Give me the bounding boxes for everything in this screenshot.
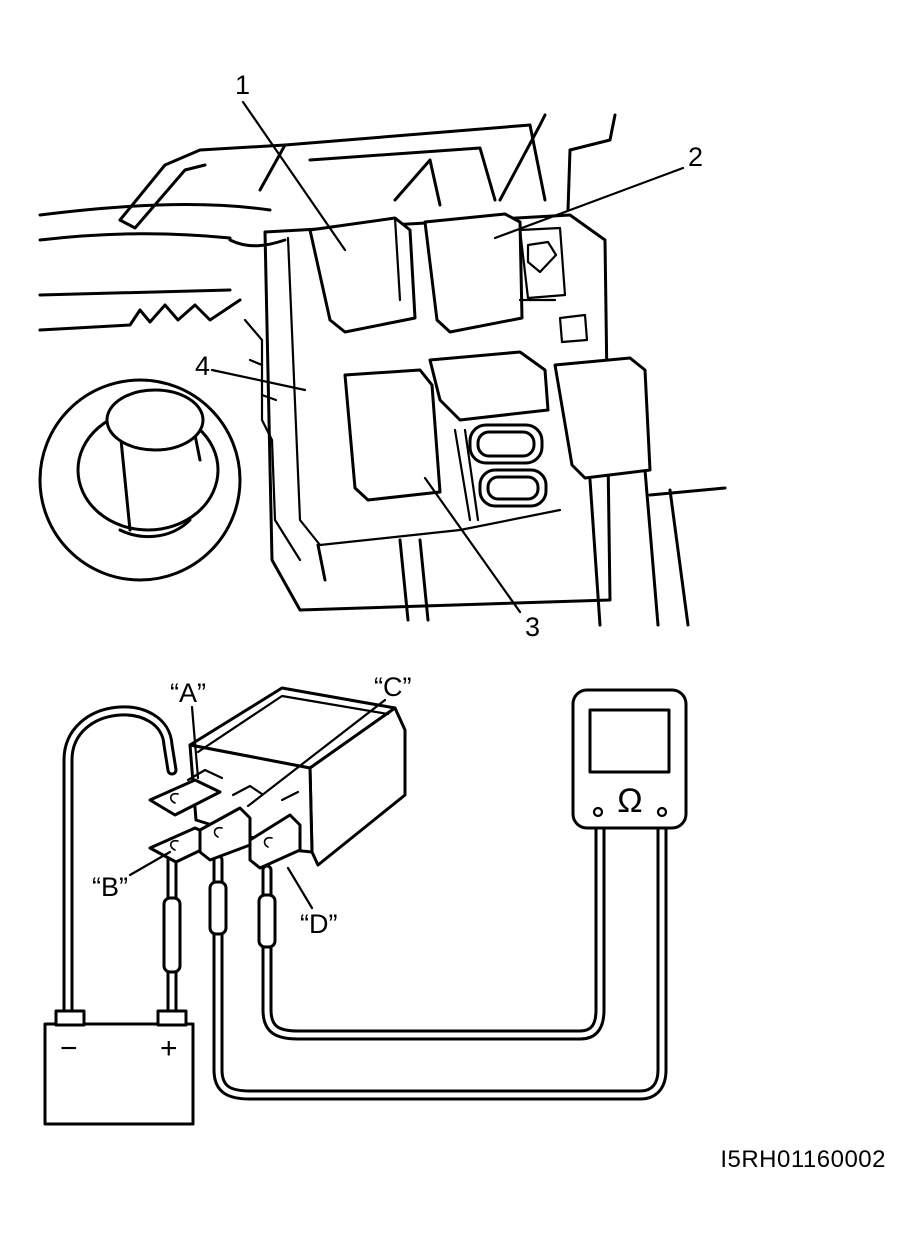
ohm-symbol-icon: Ω	[617, 782, 642, 820]
terminal-a-label: “A”	[170, 678, 206, 708]
battery: − +	[43, 1009, 195, 1126]
terminal-d-label: “D”	[300, 909, 337, 939]
terminal-c-label: “C”	[374, 672, 411, 702]
engine-compartment-illustration: 1 2 4 3	[38, 70, 727, 642]
figure-code: I5RH01160002	[720, 1146, 886, 1173]
callout-1: 1	[235, 70, 250, 100]
battery-plus-sign: +	[160, 1032, 178, 1065]
terminal-b-label: “B”	[92, 872, 128, 902]
callout-2: 2	[688, 142, 703, 172]
relay-unit	[148, 686, 407, 870]
battery-minus-sign: −	[60, 1032, 78, 1065]
ohmmeter: Ω	[571, 688, 688, 830]
callout-4: 4	[195, 351, 210, 381]
relay-test-circuit: “A” “C” “B” “D” − + Ω	[43, 672, 688, 1126]
callout-3: 3	[525, 612, 540, 642]
